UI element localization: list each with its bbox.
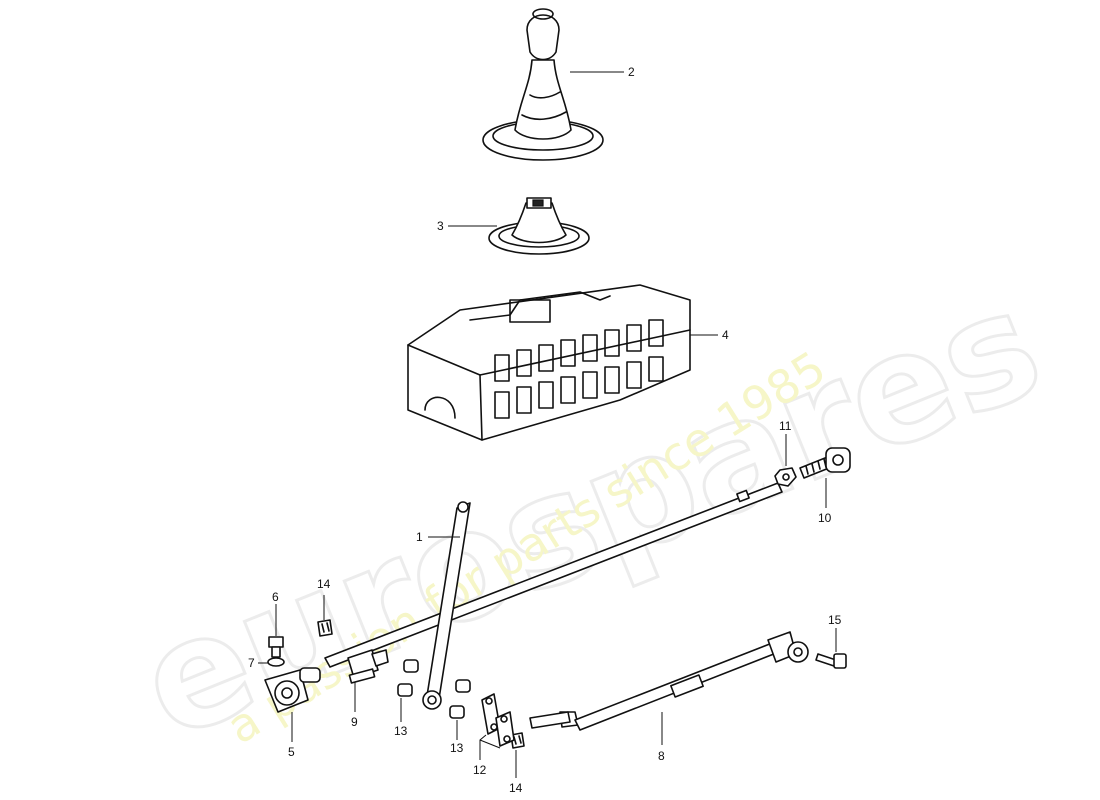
callout-13a: 13 <box>394 724 408 738</box>
nut <box>774 467 797 487</box>
link-plates <box>481 693 515 747</box>
callout-6: 6 <box>272 590 279 604</box>
callout-5: 5 <box>288 745 295 759</box>
coupling <box>347 649 389 684</box>
bolt-6 <box>268 636 284 658</box>
callout-8: 8 <box>658 749 665 763</box>
callout-9: 9 <box>351 715 358 729</box>
callout-4: 4 <box>722 328 729 342</box>
selector-rod <box>529 631 809 731</box>
bushings <box>397 659 471 719</box>
callout-14a: 14 <box>317 577 331 591</box>
callout-1: 1 <box>416 530 423 544</box>
screw <box>815 653 847 669</box>
clip-upper <box>317 619 333 637</box>
callout-3: 3 <box>437 219 444 233</box>
callout-11: 11 <box>779 419 792 433</box>
callout-15: 15 <box>828 613 842 627</box>
leader-lines <box>258 71 837 778</box>
callout-13b: 13 <box>450 741 464 755</box>
rubber-boot <box>488 197 590 255</box>
callout-2: 2 <box>628 65 635 79</box>
shift-housing <box>407 284 691 441</box>
callout-14b: 14 <box>509 781 523 795</box>
gear-knob-boot <box>482 8 604 161</box>
joint-end <box>799 447 851 479</box>
shift-lever <box>422 501 471 710</box>
bearing-bracket <box>264 667 321 713</box>
callout-labels: 1 2 3 4 5 6 7 8 9 10 11 12 13 13 14 14 1… <box>248 65 842 795</box>
callout-10: 10 <box>818 511 832 525</box>
washer <box>267 657 285 667</box>
callout-7: 7 <box>248 656 255 670</box>
callout-12: 12 <box>473 763 487 777</box>
